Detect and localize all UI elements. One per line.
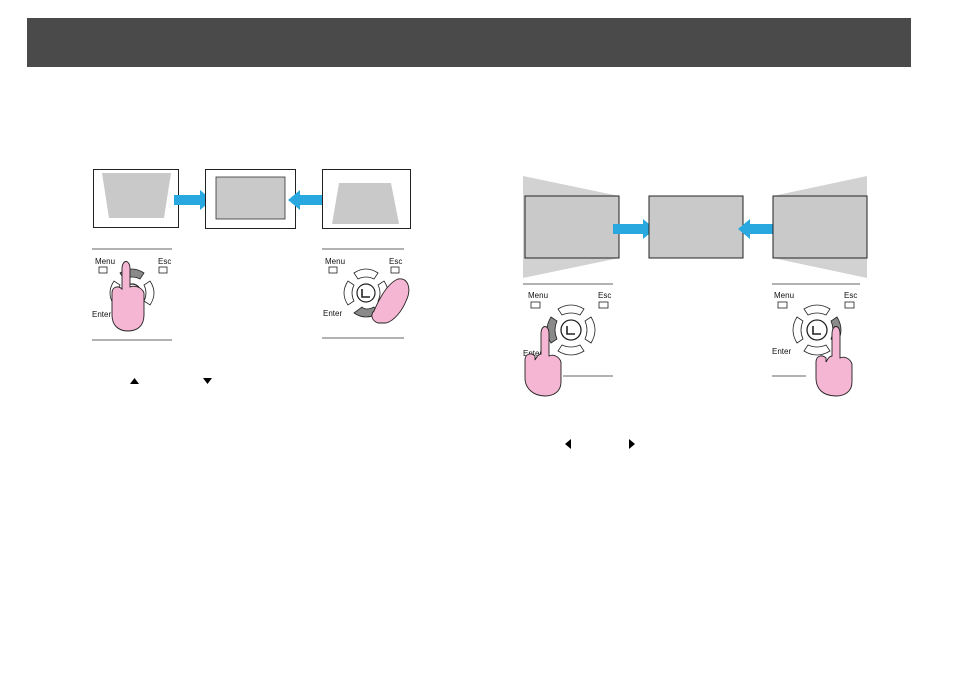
enter-button[interactable] [807, 320, 827, 340]
menu-label: Menu [528, 291, 548, 300]
esc-button[interactable] [391, 267, 399, 273]
menu-label: Menu [95, 257, 115, 266]
remote-control-left-press: Menu Esc Enter [523, 284, 615, 396]
esc-label: Esc [389, 257, 402, 266]
enter-button[interactable] [561, 320, 581, 340]
menu-label: Menu [325, 257, 345, 266]
up-button[interactable] [354, 269, 378, 279]
down-button[interactable] [558, 345, 584, 355]
corrected-screen-rectangle [206, 170, 295, 228]
esc-label: Esc [158, 257, 171, 266]
esc-button[interactable] [159, 267, 167, 273]
header-bar [27, 18, 911, 67]
right-button[interactable] [144, 281, 154, 305]
keystone-screen-trapezoid-down [94, 170, 178, 227]
triangle-left-icon [565, 439, 571, 449]
esc-button[interactable] [599, 302, 608, 308]
triangle-down-icon [203, 378, 212, 384]
pointing-finger-icon [372, 279, 409, 323]
enter-label: Enter [323, 309, 342, 318]
left-button[interactable] [344, 281, 354, 305]
keystone-frame-corrected [205, 169, 296, 229]
menu-button[interactable] [778, 302, 787, 308]
esc-label: Esc [598, 291, 611, 300]
blue-block-arrow-icon [286, 190, 326, 210]
up-button[interactable] [558, 305, 584, 315]
keystone-screen-trapezoid-up [323, 170, 410, 228]
menu-button[interactable] [531, 302, 540, 308]
triangle-right-icon [629, 439, 635, 449]
remote-control-right-press: Menu Esc Enter [772, 284, 864, 396]
enter-button[interactable] [357, 284, 375, 302]
esc-label: Esc [844, 291, 857, 300]
menu-label: Menu [774, 291, 794, 300]
menu-button[interactable] [329, 267, 337, 273]
enter-label: Enter [772, 347, 791, 356]
keystone-screen-right-wide [769, 176, 869, 278]
triangle-up-icon [130, 378, 139, 384]
corrected-screen-rectangle [648, 195, 744, 259]
esc-button[interactable] [845, 302, 854, 308]
keystone-frame-top-wide [93, 169, 179, 228]
right-button[interactable] [585, 317, 595, 343]
menu-button[interactable] [99, 267, 107, 273]
enter-label: Enter [92, 310, 111, 319]
left-button[interactable] [793, 317, 803, 343]
down-button[interactable] [804, 345, 830, 355]
up-button[interactable] [804, 305, 830, 315]
keystone-frame-bottom-wide [322, 169, 411, 229]
keystone-screen-left-wide [523, 176, 623, 278]
remote-control-down-press: Menu Esc Enter [322, 249, 406, 341]
remote-control-up-press: Menu Esc Enter [92, 249, 174, 341]
